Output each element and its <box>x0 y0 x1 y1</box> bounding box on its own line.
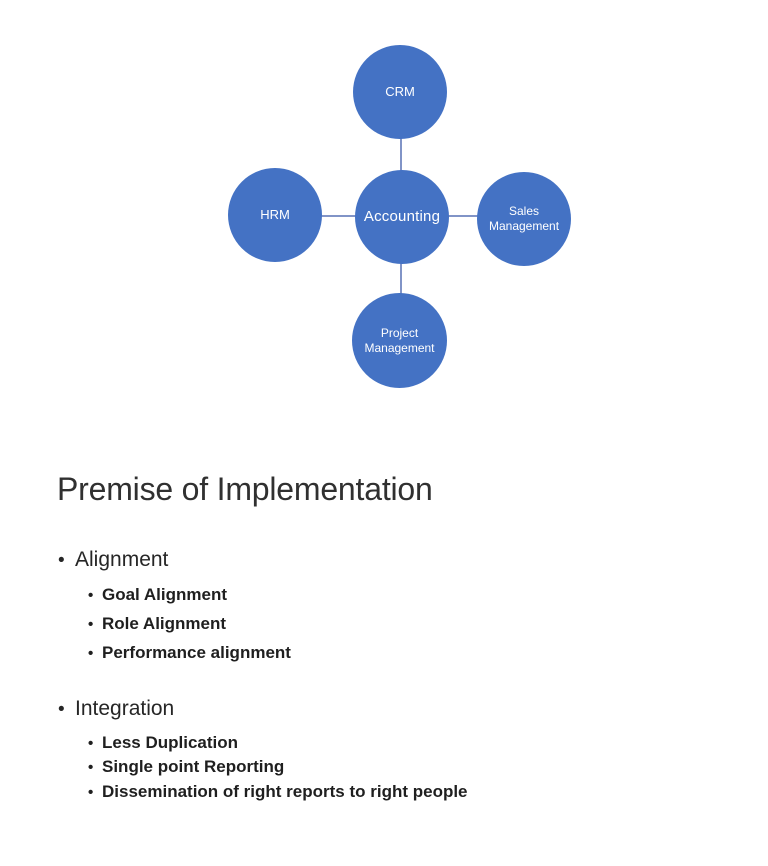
diagram-node-crm: CRM <box>353 45 447 139</box>
diagram-node-label: CRM <box>385 83 415 99</box>
diagram-node-hrm: HRM <box>228 168 322 262</box>
bullet-item-role-alignment: Role Alignment <box>88 615 226 632</box>
bullet-item-less-duplication: Less Duplication <box>88 734 238 751</box>
diagram-node-sales-management: Sales Management <box>477 172 571 266</box>
bullet-item-dissemination: Dissemination of right reports to right … <box>88 783 468 800</box>
diagram-node-label: Accounting <box>363 207 441 225</box>
diagram-node-label: HRM <box>260 206 290 222</box>
bullet-section-title-integration: Integration <box>58 698 174 719</box>
diagram-node-label: Sales Management <box>488 204 560 233</box>
diagram-node-label: Project Management <box>364 325 435 355</box>
bullet-section-title-alignment: Alignment <box>58 549 168 570</box>
page-title: Premise of Implementation <box>57 471 433 507</box>
diagram-node-project-management: Project Management <box>352 293 447 388</box>
diagram-node-accounting: Accounting <box>355 170 449 264</box>
bullet-item-performance-alignment: Performance alignment <box>88 644 291 661</box>
bullet-item-single-point-reporting: Single point Reporting <box>88 758 284 775</box>
bullet-item-goal-alignment: Goal Alignment <box>88 586 227 603</box>
